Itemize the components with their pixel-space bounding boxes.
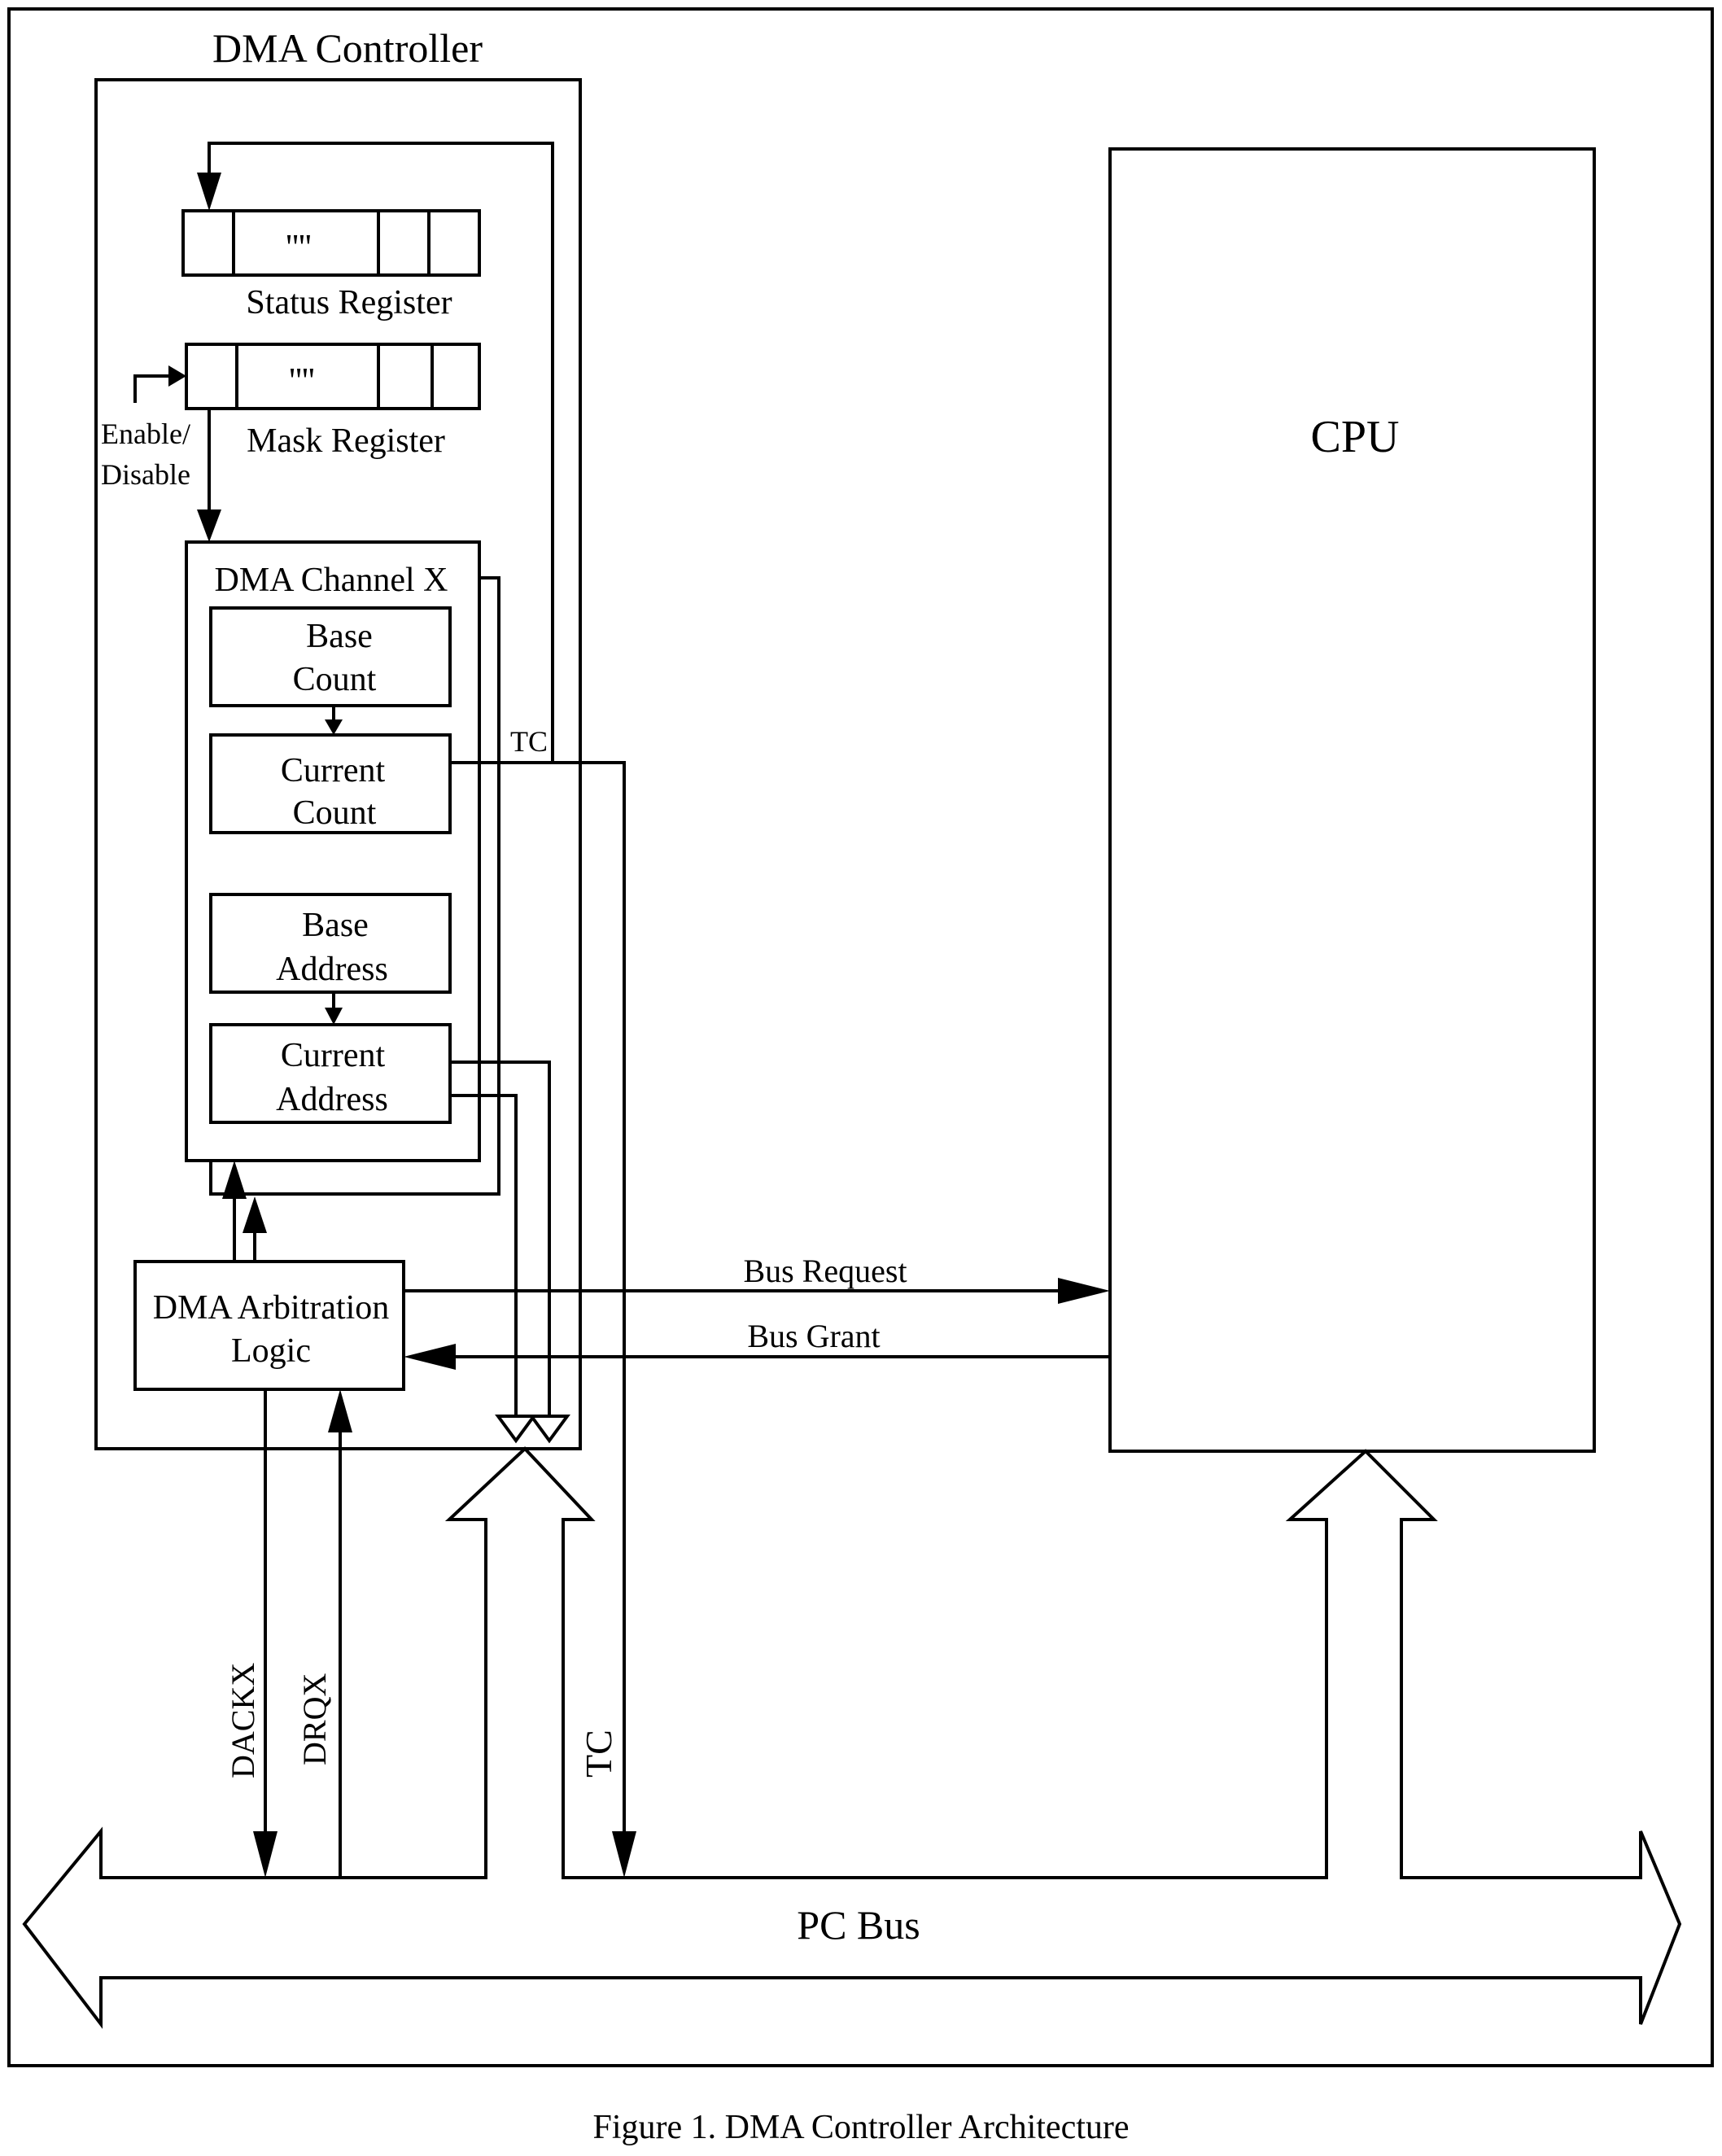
pc-bus-label: PC Bus: [797, 1902, 920, 1948]
arbitration-to-channel-arrowhead-1: [222, 1161, 247, 1199]
outer-frame: [7, 7, 1714, 2067]
current-count-line1: Current: [281, 752, 386, 789]
drqx-arrowhead: [328, 1389, 352, 1432]
arbitration-to-channel-arrowhead-2: [243, 1196, 267, 1233]
base-address-line1: Base: [302, 907, 369, 944]
arbitration-line2: Logic: [231, 1332, 311, 1370]
status-register: [181, 209, 481, 277]
mask-to-channel-arrowhead: [197, 509, 221, 542]
current-address-line2: Address: [276, 1081, 388, 1118]
base-to-current-address-arrowhead: [325, 1008, 343, 1025]
channel-loop-inner: [209, 576, 500, 1196]
enable-input-arrowhead: [168, 365, 186, 387]
address-out-arrowhead-2: [495, 1415, 537, 1444]
status-register-label: Status Register: [246, 284, 452, 321]
mask-register: [185, 343, 481, 410]
arbitration-logic-box: [133, 1260, 405, 1391]
cpu-label: CPU: [1311, 412, 1400, 462]
cpu-box: [1108, 147, 1596, 1453]
current-count-line2: Count: [293, 794, 377, 832]
tc-out-arrowhead: [612, 1831, 636, 1878]
dma-channel-box: [185, 540, 481, 1162]
base-count-line2: Count: [293, 661, 377, 698]
bus-grant-arrowhead: [404, 1344, 456, 1370]
current-address-line1: Current: [281, 1037, 386, 1074]
drqx-label: DRQX: [296, 1673, 333, 1765]
mask-register-label: Mask Register: [247, 422, 445, 460]
arbitration-line1: DMA Arbitration: [153, 1289, 390, 1327]
dma-channel-label: DMA Channel X: [215, 562, 448, 599]
figure-caption: Figure 1. DMA Controller Architecture: [592, 2109, 1129, 2146]
bus-grant-label: Bus Grant: [747, 1318, 880, 1354]
mask-register-dots: '''': [289, 361, 315, 400]
tc-bottom-label: TC: [578, 1730, 619, 1778]
current-address-box: [209, 1023, 452, 1124]
bus-request-arrowhead: [1058, 1278, 1110, 1304]
dackx-arrowhead: [253, 1831, 278, 1878]
current-count-box: [209, 733, 452, 834]
base-address-box: [209, 893, 452, 994]
tc-top-label: TC: [510, 725, 548, 758]
address-out-line-1: [450, 1061, 551, 1420]
enable-label: Enable/: [101, 418, 190, 450]
tc-out-line: [553, 761, 626, 1831]
base-to-current-count-arrowhead: [325, 719, 343, 735]
tc-feedback-line: [208, 142, 554, 764]
pc-bus-arrow: [22, 1446, 1682, 2029]
status-register-dots: '''': [286, 227, 312, 267]
tc-feedback-arrowhead: [197, 173, 221, 211]
dackx-label: DACKX: [225, 1663, 261, 1778]
disable-label: Disable: [101, 458, 190, 491]
base-count-box: [209, 606, 452, 707]
address-out-line-2: [450, 1094, 518, 1420]
dma-controller-title: DMA Controller: [212, 25, 483, 71]
address-out-arrowhead-1: [528, 1415, 570, 1444]
enable-input-line: [133, 374, 174, 403]
bus-request-label: Bus Request: [743, 1253, 907, 1289]
base-address-line2: Address: [276, 951, 388, 988]
base-count-line1: Base: [306, 618, 373, 655]
